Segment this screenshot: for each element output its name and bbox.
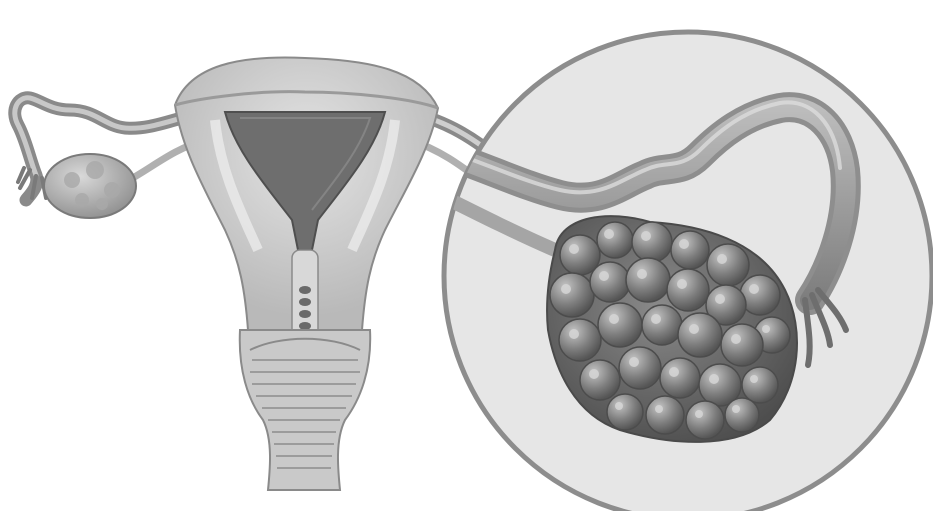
vagina-icon [240, 330, 370, 490]
magnified-inset-icon [430, 32, 932, 511]
